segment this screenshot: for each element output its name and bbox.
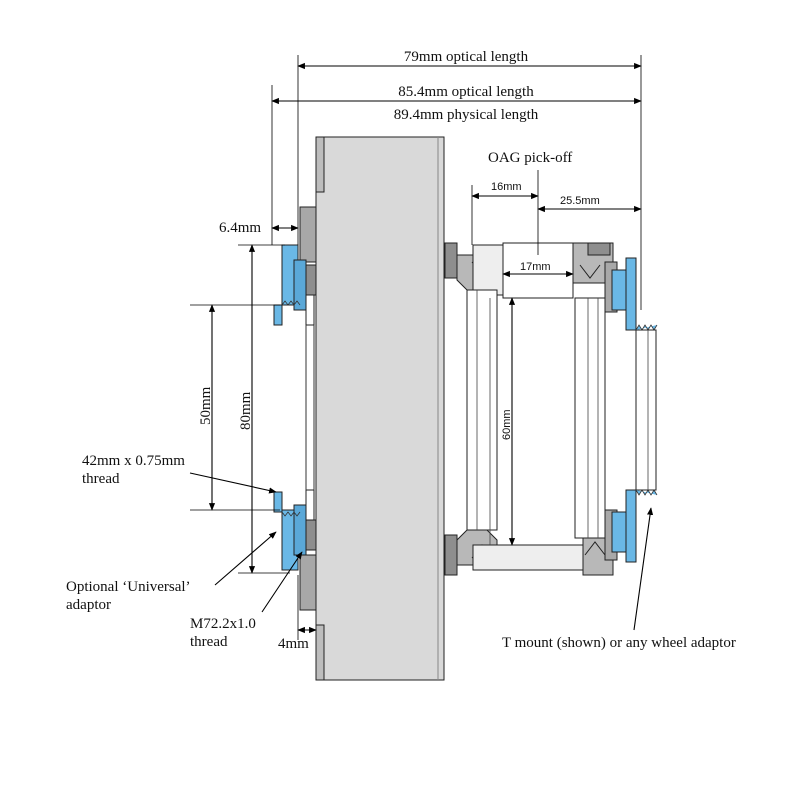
thread-teeth-top <box>273 304 283 326</box>
leader-universal <box>214 531 277 586</box>
label-89mm: 89.4mm physical length <box>394 107 539 123</box>
label-50mm: 50mm <box>198 386 214 425</box>
tmount-blue-bottom-b <box>625 489 637 563</box>
label-80mm: 80mm <box>238 391 254 430</box>
adaptor-grey-small-top <box>305 264 317 296</box>
label-4mm: 4mm <box>278 636 309 652</box>
main-body <box>315 136 445 681</box>
label-42mm-thread-1: 42mm x 0.75mm <box>82 453 185 469</box>
tmount-tube <box>635 329 657 491</box>
label-6-4mm: 6.4mm <box>219 220 261 236</box>
oag-flange-bottom <box>444 534 458 576</box>
oag-inner-wall-left <box>466 289 498 531</box>
pickoff-dimensions: OAG pick-off 16mm 25.5mm 17mm 60mm <box>471 150 642 546</box>
body-step-bottom <box>315 624 325 681</box>
label-universal-1: Optional ‘Universal’ <box>66 579 191 595</box>
label-42mm-thread-2: thread <box>82 471 120 487</box>
leader-42mm <box>189 472 277 494</box>
tmount-blue-bottom-a <box>611 511 627 553</box>
label-85mm: 85.4mm optical length <box>398 84 534 100</box>
main-body-block <box>315 136 445 681</box>
body-step-top <box>315 136 325 193</box>
thin-wall-bottom <box>305 489 315 521</box>
label-60mm: 60mm <box>501 409 513 440</box>
oag-top-right-v <box>579 264 601 279</box>
leader-tmount <box>633 507 654 631</box>
label-79mm: 79mm optical length <box>404 49 529 65</box>
oag-bottom-right-v <box>584 541 606 556</box>
oag-inner-wall-right <box>574 297 606 539</box>
thread-teeth-bottom <box>273 491 283 513</box>
t-mount-adaptor <box>604 257 658 563</box>
oag-flange-top <box>444 242 458 279</box>
oag-top-right-cap <box>587 242 611 256</box>
label-universal-2: adaptor <box>66 597 111 613</box>
thread-zig-bottom <box>281 511 301 517</box>
tmount-thread-bottom <box>635 489 658 496</box>
adaptor-grey-small-bottom <box>305 519 317 551</box>
oag-bottom-bar <box>472 544 584 571</box>
label-oag-pickoff: OAG pick-off <box>488 150 572 166</box>
left-dimensions: 6.4mm 50mm 80mm 4mm <box>190 220 317 652</box>
callouts: 42mm x 0.75mm thread Optional ‘Universal… <box>66 453 736 651</box>
adaptor-grey-top <box>299 206 317 263</box>
tmount-blue-top-b <box>625 257 637 331</box>
tmount-blue-top-a <box>611 269 627 311</box>
oag-body <box>444 242 614 576</box>
label-25-5mm: 25.5mm <box>560 195 600 207</box>
label-16mm: 16mm <box>491 181 522 193</box>
pickoff-prism-top <box>472 244 504 296</box>
label-m72-1: M72.2x1.0 <box>190 616 256 632</box>
adaptor-grey-bottom <box>299 554 317 611</box>
thin-wall-top <box>305 294 315 326</box>
leader-m72 <box>261 551 303 613</box>
length-dimensions: 79mm optical length 85.4mm optical lengt… <box>271 49 642 310</box>
label-17mm: 17mm <box>520 261 551 273</box>
thread-zig-top <box>281 300 301 306</box>
left-adaptor-bottom <box>273 325 317 611</box>
left-adaptor-top <box>273 206 317 326</box>
tmount-thread-top <box>635 324 658 331</box>
blue-ring-top-b <box>293 259 307 311</box>
label-m72-2: thread <box>190 634 228 650</box>
label-tmount: T mount (shown) or any wheel adaptor <box>502 635 736 651</box>
